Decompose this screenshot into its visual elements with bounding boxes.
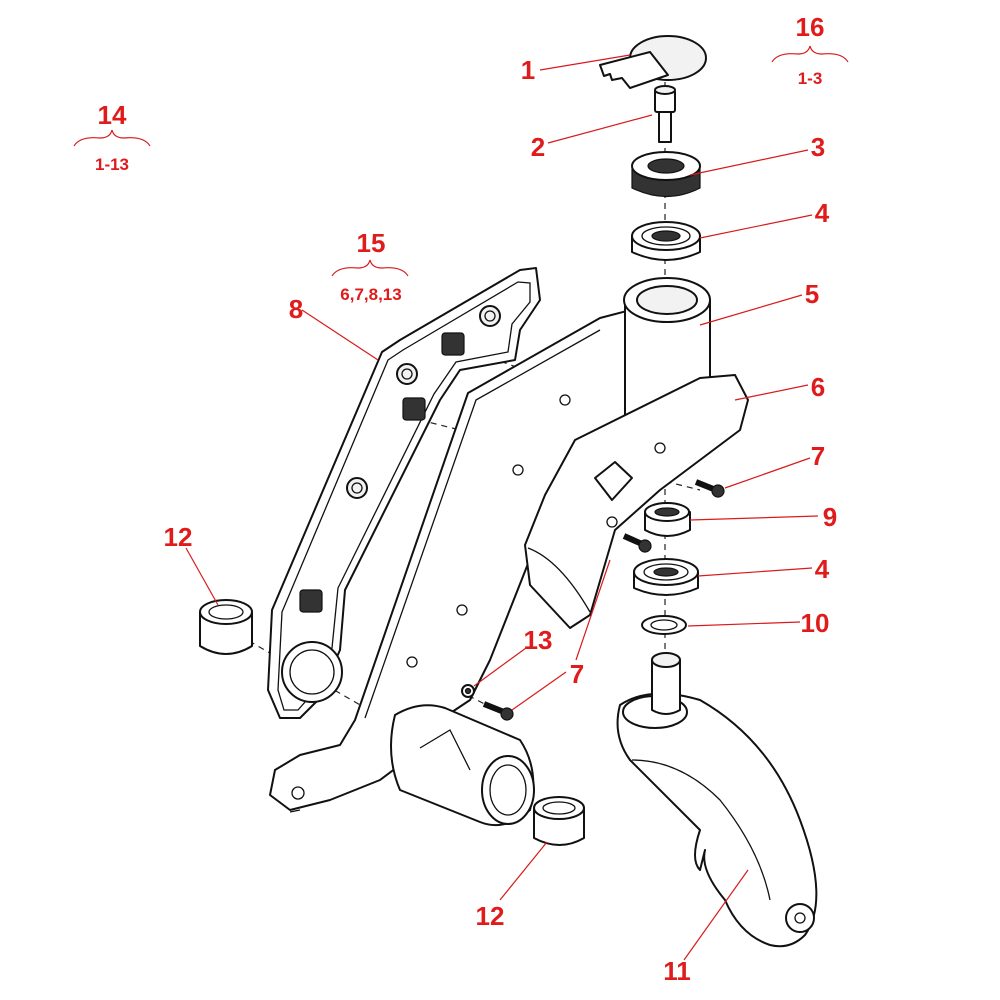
pivot-hub: [390, 704, 535, 826]
assembly-15-range: 6,7,8,13: [340, 285, 401, 304]
leader-lines: [185, 54, 819, 961]
assembly-14-number: 14: [98, 100, 127, 130]
callout-5: 5: [805, 279, 819, 309]
callout-1: 1: [521, 55, 535, 85]
callout-8: 8: [289, 294, 303, 324]
top-seal: [631, 151, 701, 197]
bushing-left: [199, 599, 253, 655]
assembly-16: 16 1-3: [771, 12, 849, 88]
callout-7-upper: 7: [811, 441, 825, 471]
clip-cap: [599, 35, 707, 89]
side-cover-plate: [267, 267, 541, 719]
callout-7-lower: 7: [570, 659, 584, 689]
lower-bearing: [633, 558, 699, 596]
spacer-bushing: [644, 502, 691, 537]
caster-fork: [616, 652, 818, 948]
callout-2: 2: [531, 132, 545, 162]
callout-10: 10: [801, 608, 830, 638]
assembly-16-range: 1-3: [798, 69, 823, 88]
washer: [641, 615, 687, 635]
callout-4-upper: 4: [815, 198, 830, 228]
assembly-14-range: 1-13: [95, 155, 129, 174]
assembly-15: 15 6,7,8,13: [331, 228, 409, 304]
assembly-15-brace: [331, 259, 409, 277]
assembly-16-number: 16: [796, 12, 825, 42]
callout-labels: 1 2 3 4 5 6 7 9 4 10 8 13 7 12 12 11: [164, 55, 838, 986]
upper-bearing: [631, 221, 701, 261]
callout-6: 6: [811, 372, 825, 402]
screw-upper: [694, 479, 725, 498]
socket-bolt: [654, 85, 676, 143]
assembly-14: 14 1-13: [73, 100, 151, 174]
callout-3: 3: [811, 132, 825, 162]
small-washer: [461, 684, 475, 698]
assembly-14-brace: [73, 129, 151, 147]
callout-9: 9: [823, 502, 837, 532]
fork-plate: [524, 374, 749, 629]
bushing-right: [533, 796, 585, 846]
callout-12-left: 12: [164, 522, 193, 552]
callout-4-lower: 4: [815, 554, 830, 584]
screw-mid: [622, 533, 652, 553]
screw-lower: [482, 701, 514, 721]
callout-13: 13: [524, 625, 553, 655]
assembly-16-brace: [771, 45, 849, 63]
callout-12-right: 12: [476, 901, 505, 931]
assembly-15-number: 15: [357, 228, 386, 258]
callout-11: 11: [663, 956, 691, 986]
